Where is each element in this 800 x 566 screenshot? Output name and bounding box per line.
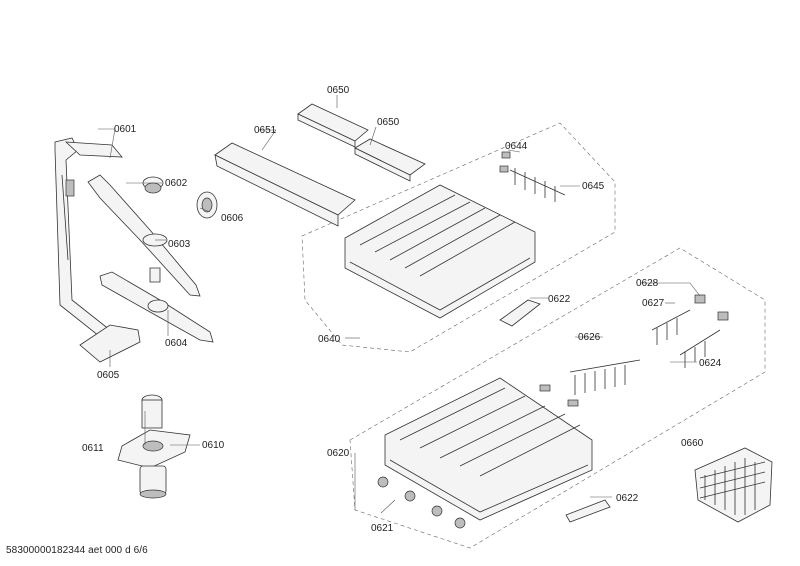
leader-lines [98,95,701,514]
label-0627: 0627 [642,298,665,309]
lower-basket [384,377,593,521]
upper-basket [344,184,536,319]
label-0650-b: 0650 [377,117,400,128]
cutlery-tray-insert-a [297,103,369,148]
label-0645: 0645 [582,181,605,192]
folding-tines-upper [509,168,566,202]
label-0622-lower: 0622 [616,493,639,504]
label-0620: 0620 [327,448,350,459]
label-0610: 0610 [202,440,225,451]
filter-disc [196,191,218,219]
basket-handle-lower [565,499,611,523]
label-0606: 0606 [221,213,244,224]
spray-arm-cover [79,324,141,363]
document-id: 58300000182344 aet 000 d 6/6 [6,545,148,556]
label-0611: 0611 [82,443,104,454]
label-0602: 0602 [165,178,188,189]
basket-wheels [377,476,466,529]
lower-spray-arm [99,271,214,343]
label-0640: 0640 [318,334,341,345]
cutlery-basket [694,447,773,523]
label-0651: 0651 [254,125,277,136]
label-0624: 0624 [699,358,722,369]
cutlery-tray-insert-b [354,138,426,182]
upper-clips [499,151,511,173]
label-0621: 0621 [371,523,394,534]
label-0622-upper: 0622 [548,294,571,305]
filter-assembly [117,394,191,499]
label-0605: 0605 [97,370,120,381]
label-0601: 0601 [114,124,137,135]
folding-tines-lower [539,294,729,407]
label-0603: 0603 [168,239,191,250]
upper-basket-group-outline [301,122,616,353]
supply-pipe [54,137,123,341]
label-0628: 0628 [636,278,659,289]
spray-arm-hub [142,176,164,194]
label-0660: 0660 [681,438,704,449]
label-0604: 0604 [165,338,188,349]
upper-spray-arm [87,174,201,297]
label-0644: 0644 [505,141,528,152]
basket-handle-upper [499,299,541,327]
cutlery-tray-large [214,142,356,227]
label-0626: 0626 [578,332,601,343]
label-0650-a: 0650 [327,85,350,96]
